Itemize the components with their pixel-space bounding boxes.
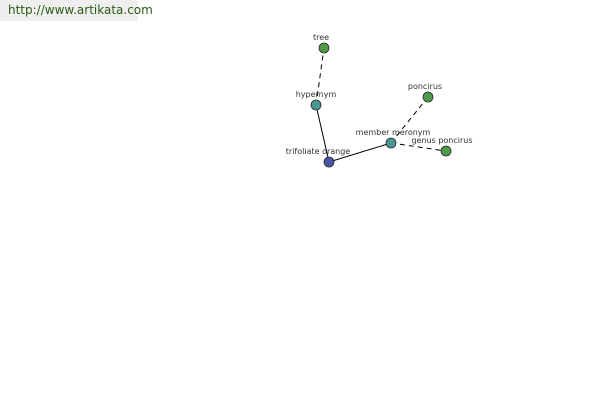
nodes-layer: trifoliate orange hypernym tree member mero…: [286, 33, 473, 168]
node-marker-hypernym[interactable]: [310, 99, 322, 111]
node-label-poncirus: poncirus: [408, 82, 442, 91]
source-link[interactable]: http://www.artikata.com: [0, 0, 153, 21]
edge-hypernym-to-tree: [315, 47, 325, 106]
node-hypernym[interactable]: hypernym: [296, 90, 337, 111]
edge-trifoliate-orange-to-member-meronym: [328, 142, 392, 163]
node-poncirus[interactable]: poncirus: [408, 82, 442, 103]
node-trifoliate-orange[interactable]: trifoliate orange: [286, 147, 351, 168]
node-marker-poncirus[interactable]: [422, 91, 434, 103]
node-marker-tree[interactable]: [318, 42, 330, 54]
node-genus-poncirus[interactable]: genus poncirus: [411, 136, 473, 157]
node-marker-genus-poncirus[interactable]: [440, 145, 452, 157]
edges-layer: [315, 47, 447, 163]
node-marker-trifoliate-orange[interactable]: [323, 156, 335, 168]
node-marker-member-meronym[interactable]: [385, 137, 397, 149]
edge-trifoliate-orange-to-hypernym: [315, 104, 330, 163]
node-label-tree: tree: [313, 33, 329, 42]
edge-member-meronym-to-poncirus: [390, 96, 429, 144]
edge-member-meronym-to-genus-poncirus: [390, 142, 447, 152]
node-label-member-meronym: member meronym: [356, 128, 431, 137]
node-label-genus-poncirus: genus poncirus: [411, 136, 472, 145]
node-label-trifoliate-orange: trifoliate orange: [286, 147, 351, 156]
node-label-hypernym: hypernym: [296, 90, 337, 99]
node-member-meronym[interactable]: member meronym: [356, 128, 431, 149]
node-tree[interactable]: tree: [313, 33, 330, 54]
